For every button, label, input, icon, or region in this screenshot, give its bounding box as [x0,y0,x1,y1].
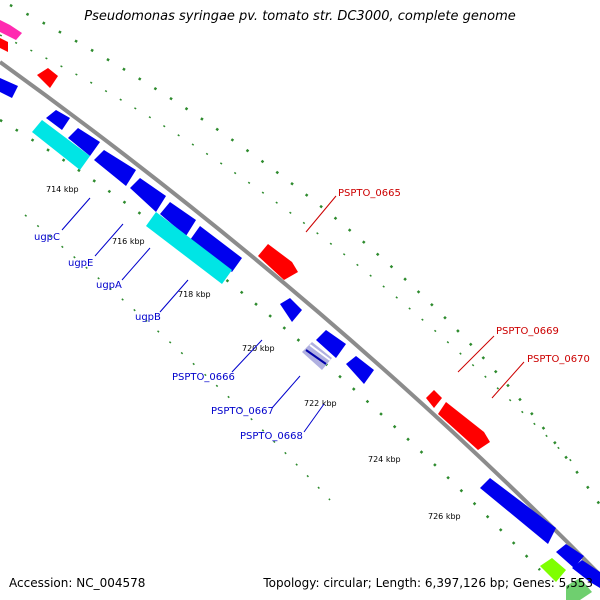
tick-label-716: 716 kbp [112,237,145,246]
blue-leader-lines [61,197,325,433]
gene-label-ugpB[interactable]: ugpB [135,312,161,323]
map-title: Pseudomonas syringae pv. tomato str. DC3… [84,9,516,24]
gene-block-red-small[interactable] [37,68,58,88]
gene-label-pspto-0666[interactable]: PSPTO_0666 [172,372,235,383]
gene-label-pspto-0665[interactable]: PSPTO_0665 [338,188,401,199]
gene-block-red-edge[interactable] [0,38,8,52]
gene-block-blue-11[interactable] [556,544,584,568]
gene-block-blue-8[interactable] [316,330,346,358]
gene-label-pspto-0669[interactable]: PSPTO_0669 [496,326,559,337]
gene-block-red-0669[interactable] [426,390,442,408]
gene-label-pspto-0670[interactable]: PSPTO_0670 [527,354,590,365]
gene-label-ugpE[interactable]: ugpE [68,258,93,269]
tick-labels: 714 kbp 716 kbp 718 kbp 720 kbp 722 kbp … [46,185,461,521]
gene-label-pspto-0668[interactable]: PSPTO_0668 [240,431,303,442]
gene-block-blue-10[interactable] [480,478,556,544]
gene-block-blue-6[interactable] [190,226,242,272]
gene-block-green[interactable] [540,558,566,582]
gene-block-blue-3[interactable] [94,150,136,186]
tick-label-718: 718 kbp [178,290,211,299]
gene-block-red-0670[interactable] [438,402,490,450]
tick-label-720: 720 kbp [242,344,275,353]
tick-label-722: 722 kbp [304,399,337,408]
gene-block-cyan-1[interactable] [32,120,90,170]
gene-block-blue-7[interactable] [280,298,302,322]
gene-label-ugpC[interactable]: ugpC [34,232,60,243]
gene-label-ugpA[interactable]: ugpA [96,280,122,291]
gene-block-magenta[interactable] [0,20,22,40]
gene-block-blue-2[interactable] [68,128,100,156]
gene-block-blue-4[interactable] [130,178,166,212]
gene-block-green-2[interactable] [566,578,592,600]
outer-track-2 [0,34,581,471]
tick-label-724: 724 kbp [368,455,401,464]
gene-block-red-0665[interactable] [258,244,298,280]
gene-block-blue-5[interactable] [160,202,196,236]
gene-block-blue-9[interactable] [346,356,374,384]
gene-labels: ugpC ugpE ugpA ugpB PSPTO_0665 PSPTO_066… [34,188,590,442]
gene-block-blue-1[interactable] [46,110,70,130]
gene-block-cyan-2[interactable] [146,212,232,284]
gene-block-blue-edge[interactable] [0,78,18,98]
outer-dotted-tracks [0,3,600,506]
accession-label: Accession: NC_004578 [9,576,146,590]
genome-backbone [0,60,600,577]
red-leader-lines [305,195,525,399]
gene-block-striped[interactable] [302,342,332,370]
tick-label-714: 714 kbp [46,185,79,194]
tick-label-726: 726 kbp [428,512,461,521]
gene-block-blue-12[interactable] [572,560,600,588]
gene-label-pspto-0667[interactable]: PSPTO_0667 [211,406,274,417]
genome-summary: Topology: circular; Length: 6,397,126 bp… [263,576,593,590]
